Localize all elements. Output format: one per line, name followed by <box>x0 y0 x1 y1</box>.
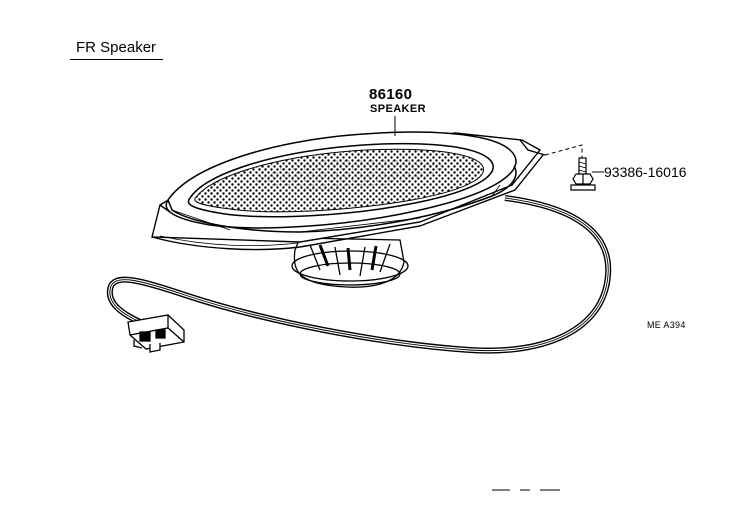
illustration-code: ME A394 <box>647 320 686 330</box>
title-underline <box>70 59 163 60</box>
speaker-magnet <box>291 237 409 288</box>
speaker-part-name: SPEAKER <box>370 103 426 115</box>
speaker-cable <box>106 195 612 354</box>
wire-connector <box>127 314 185 353</box>
bolt <box>570 157 596 191</box>
page-title: FR Speaker <box>76 39 157 56</box>
speaker-grille-mesh <box>194 148 485 213</box>
bolt-dashed-line <box>544 144 583 158</box>
bolt-part-number: 93386-16016 <box>604 164 687 180</box>
speaker-part-number: 86160 <box>369 86 413 103</box>
